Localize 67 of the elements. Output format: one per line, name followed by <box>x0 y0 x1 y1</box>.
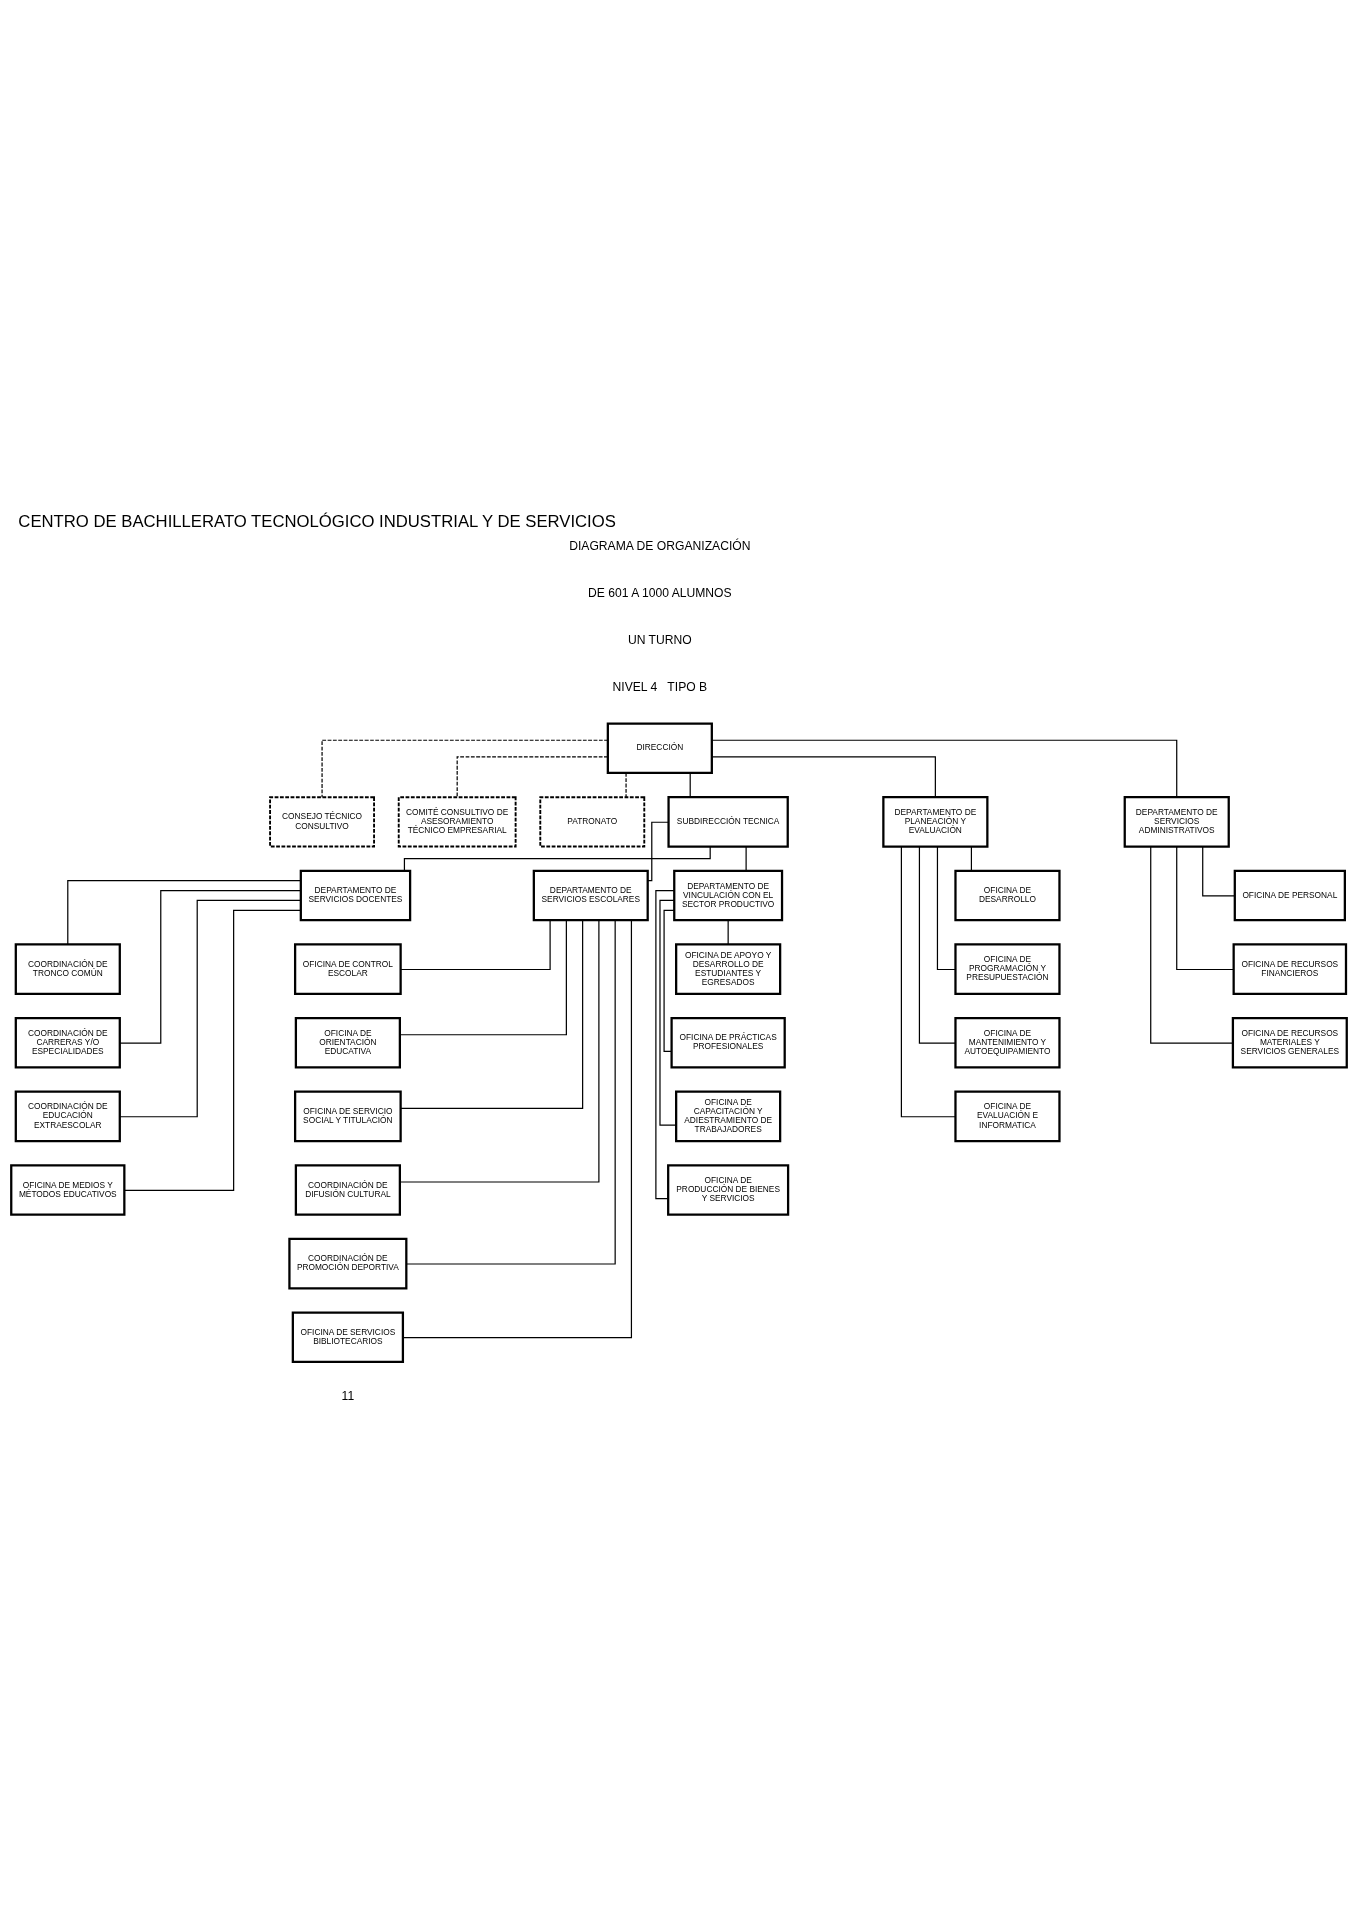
connector <box>970 845 972 872</box>
node-box: OFICINA DE RECURSOS FINANCIEROS <box>1232 943 1348 995</box>
connector <box>936 845 956 971</box>
connector <box>405 919 616 1265</box>
connector <box>1202 846 1236 897</box>
node-box: OFICINA DE ORIENTACIÓN EDUCATIVA <box>294 1016 401 1069</box>
node-box: OFICINA DE CAPACITACIÓN Y ADIESTRAMIENTO DE TRABAJADORES <box>675 1090 782 1143</box>
node-box: OFICINA DE DESARROLLO <box>954 869 1061 922</box>
node-box: SUBDIRECCIÓN TECNICA <box>667 796 789 848</box>
connector <box>1176 845 1235 971</box>
connector <box>321 739 609 798</box>
connector <box>711 756 936 798</box>
diagram-title: CENTRO DE BACHILLERATO TECNOLÓGICO INDUSTRIAL Y DE SERVICIOS <box>18 512 616 532</box>
node-box: OFICINA DE PRÁCTICAS PROFESIONALES <box>670 1016 786 1069</box>
node-box: OFICINA DE RECURSOS MATERIALES Y SERVICIOS GENERALES <box>1231 1016 1348 1069</box>
node-box: PATRONATO <box>539 796 646 848</box>
connector <box>625 772 627 798</box>
node-box: DEPARTAMENTO DE SERVICIOS DOCENTES <box>299 869 412 922</box>
node-box: OFICINA DE CONTROL ESCOLAR <box>294 943 402 995</box>
connector <box>402 919 633 1339</box>
connector <box>745 845 747 872</box>
connector <box>123 909 302 1191</box>
node-box: OFICINA DE PERSONAL <box>1233 869 1346 922</box>
node-box: DIRECCIÓN <box>606 722 713 775</box>
connector <box>399 919 600 1183</box>
connector <box>119 899 302 1118</box>
connector <box>663 909 675 1053</box>
connector <box>400 919 584 1109</box>
node-box: CONSEJO TÉCNICO CONSULTIVO <box>269 796 375 848</box>
label: UN TURNO <box>627 632 692 647</box>
node-box: DEPARTAMENTO DE PLANEACIÓN Y EVALUACIÓN <box>882 796 989 848</box>
label: DIAGRAMA DE ORGANIZACIÓN <box>569 538 751 553</box>
node-box: COORDINACIÓN DE PROMOCIÓN DEPORTIVA <box>288 1237 408 1290</box>
connector <box>659 899 677 1126</box>
connector <box>711 739 1178 798</box>
connector <box>900 846 956 1118</box>
node-box: COORDINACIÓN DE DIFUSIÓN CULTURAL <box>294 1164 401 1216</box>
connector <box>647 821 669 882</box>
connector <box>403 846 711 872</box>
connector <box>918 846 956 1044</box>
node-box: COORDINACIÓN DE TRONCO COMÚN <box>14 943 121 995</box>
connector <box>1150 846 1234 1044</box>
node-box: OFICINA DE PROGRAMACIÓN Y PRESUPUESTACIÓN <box>954 943 1061 995</box>
node-box: COORDINACIÓN DE EDUCACIÓN EXTRAESCOLAR <box>14 1090 121 1143</box>
connector <box>119 889 302 1044</box>
connector <box>689 772 691 798</box>
connector <box>400 919 551 971</box>
node-box: OFICINA DE SERVICIO SOCIAL Y TITULACIÓN <box>294 1090 402 1143</box>
connector <box>399 919 567 1036</box>
connector <box>67 880 302 945</box>
node-box: OFICINA DE PRODUCCIÓN DE BIENES Y SERVICIOS <box>667 1164 790 1216</box>
node-box: OFICINA DE APOYO Y DESARROLLO DE ESTUDIANTES Y EGRESADOS <box>675 943 782 995</box>
connector <box>655 889 675 1200</box>
label: DE 601 A 1000 ALUMNOS <box>588 585 732 600</box>
node-box: OFICINA DE EVALUACIÓN E INFORMATICA <box>954 1090 1061 1143</box>
label: NIVEL 4 TIPO B <box>612 679 708 694</box>
node-box: DEPARTAMENTO DE SERVICIOS ESCOLARES <box>532 869 649 922</box>
node-box: OFICINA DE MEDIOS Y MÉTODOS EDUCATIVOS <box>10 1164 126 1216</box>
node-box: OFICINA DE SERVICIOS BIBLIOTECARIOS <box>291 1311 405 1364</box>
node-box: DEPARTAMENTO DE VINCULACIÓN CON EL SECTOR PRODUCTIVO <box>673 869 784 922</box>
node-box: OFICINA DE MANTENIMIENTO Y AUTOEQUIPAMIENTO <box>954 1016 1061 1069</box>
node-box: COMITÉ CONSULTIVO DE ASESORAMIENTO TÉCNICO EMPRESARIAL <box>397 796 517 848</box>
connector <box>456 756 609 798</box>
node-box: DEPARTAMENTO DE SERVICIOS ADMINISTRATIVOS <box>1123 796 1230 848</box>
label: 11 <box>341 1389 355 1404</box>
node-box: COORDINACIÓN DE CARRERAS Y/O ESPECIALIDADES <box>14 1016 121 1069</box>
connector <box>727 919 729 945</box>
